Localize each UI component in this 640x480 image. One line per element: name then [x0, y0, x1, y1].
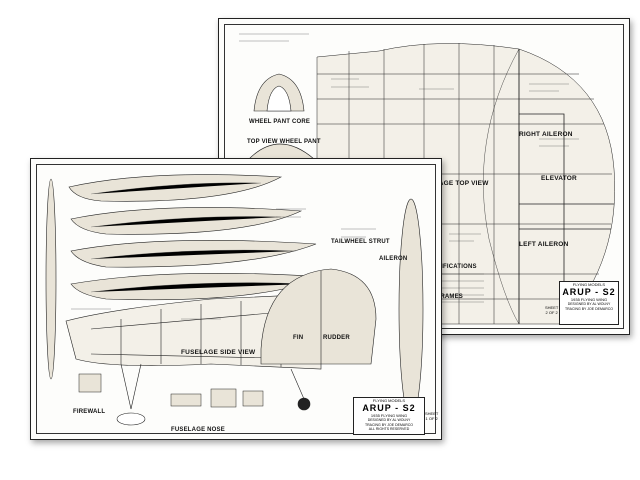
magazine-name: FLYING MODELS — [372, 398, 406, 403]
magazine-name: FLYING MODELS — [572, 282, 606, 287]
title-block-sheet-1: FLYING MODELS ARUP - S2 1935 FLYING WING… — [353, 397, 425, 435]
right-aileron-label: RIGHT AILERON — [519, 131, 573, 138]
designer-credit: DESIGNED BY AL WOLNY — [567, 302, 611, 306]
specifications-label: SPECIFICATIONS — [424, 264, 477, 270]
designer-credit: DESIGNED BY AL WOLNY — [367, 418, 411, 422]
elevator-label: ELEVATOR — [541, 175, 577, 182]
wheel-pant-core-label: WHEEL PANT CORE — [249, 119, 311, 125]
plan-title: ARUP - S2 — [362, 403, 416, 413]
rudder-label: RUDDER — [323, 335, 350, 341]
fuselage-side-view-label: FUSELAGE SIDE VIEW — [181, 349, 256, 356]
fuselage-frames-label: RT. FRAMES — [425, 294, 463, 300]
aileron-label: AILERON — [379, 256, 408, 262]
left-aileron-label: LEFT AILERON — [519, 241, 569, 248]
plan-subtitle: 1935 FLYING WING — [570, 297, 608, 302]
tracer-credit: TRACING BY JOE DEMARCO — [565, 306, 613, 311]
sheet-1-drawing — [45, 174, 424, 426]
sheet-border — [36, 164, 436, 434]
sheet-number: SHEET 2 OF 2 — [545, 305, 559, 315]
tracer-credit: TRACING BY JOE DEMARCO — [365, 422, 413, 427]
top-view-wheel-pant-label: TOP VIEW WHEEL PANT — [247, 139, 321, 145]
firewall-label: FIREWALL — [73, 409, 106, 415]
rights-notice: ALL RIGHTS RESERVED — [368, 427, 410, 431]
plan-subtitle: 1935 FLYING WING — [370, 413, 408, 418]
landing-gear-drawing — [116, 363, 311, 426]
fin-rudder-drawing — [260, 268, 377, 365]
title-block-sheet-2: FLYING MODELS ARUP - S2 1935 FLYING WING… — [559, 281, 619, 325]
sheet-number: SHEET 1 OF 2 — [425, 411, 439, 421]
plan-sheet-1: FIN RUDDER FUSELAGE SIDE VIEW AILERON FI… — [30, 158, 442, 440]
plan-title: ARUP - S2 — [562, 287, 616, 297]
fuselage-nose-label: FUSELAGE NOSE — [171, 427, 225, 433]
tailwheel-strut-label: TAILWHEEL STRUT — [331, 239, 390, 245]
fin-label: FIN — [293, 335, 304, 341]
wheel-pant-core-drawing — [253, 73, 305, 112]
wing-rib-templates — [68, 174, 327, 301]
